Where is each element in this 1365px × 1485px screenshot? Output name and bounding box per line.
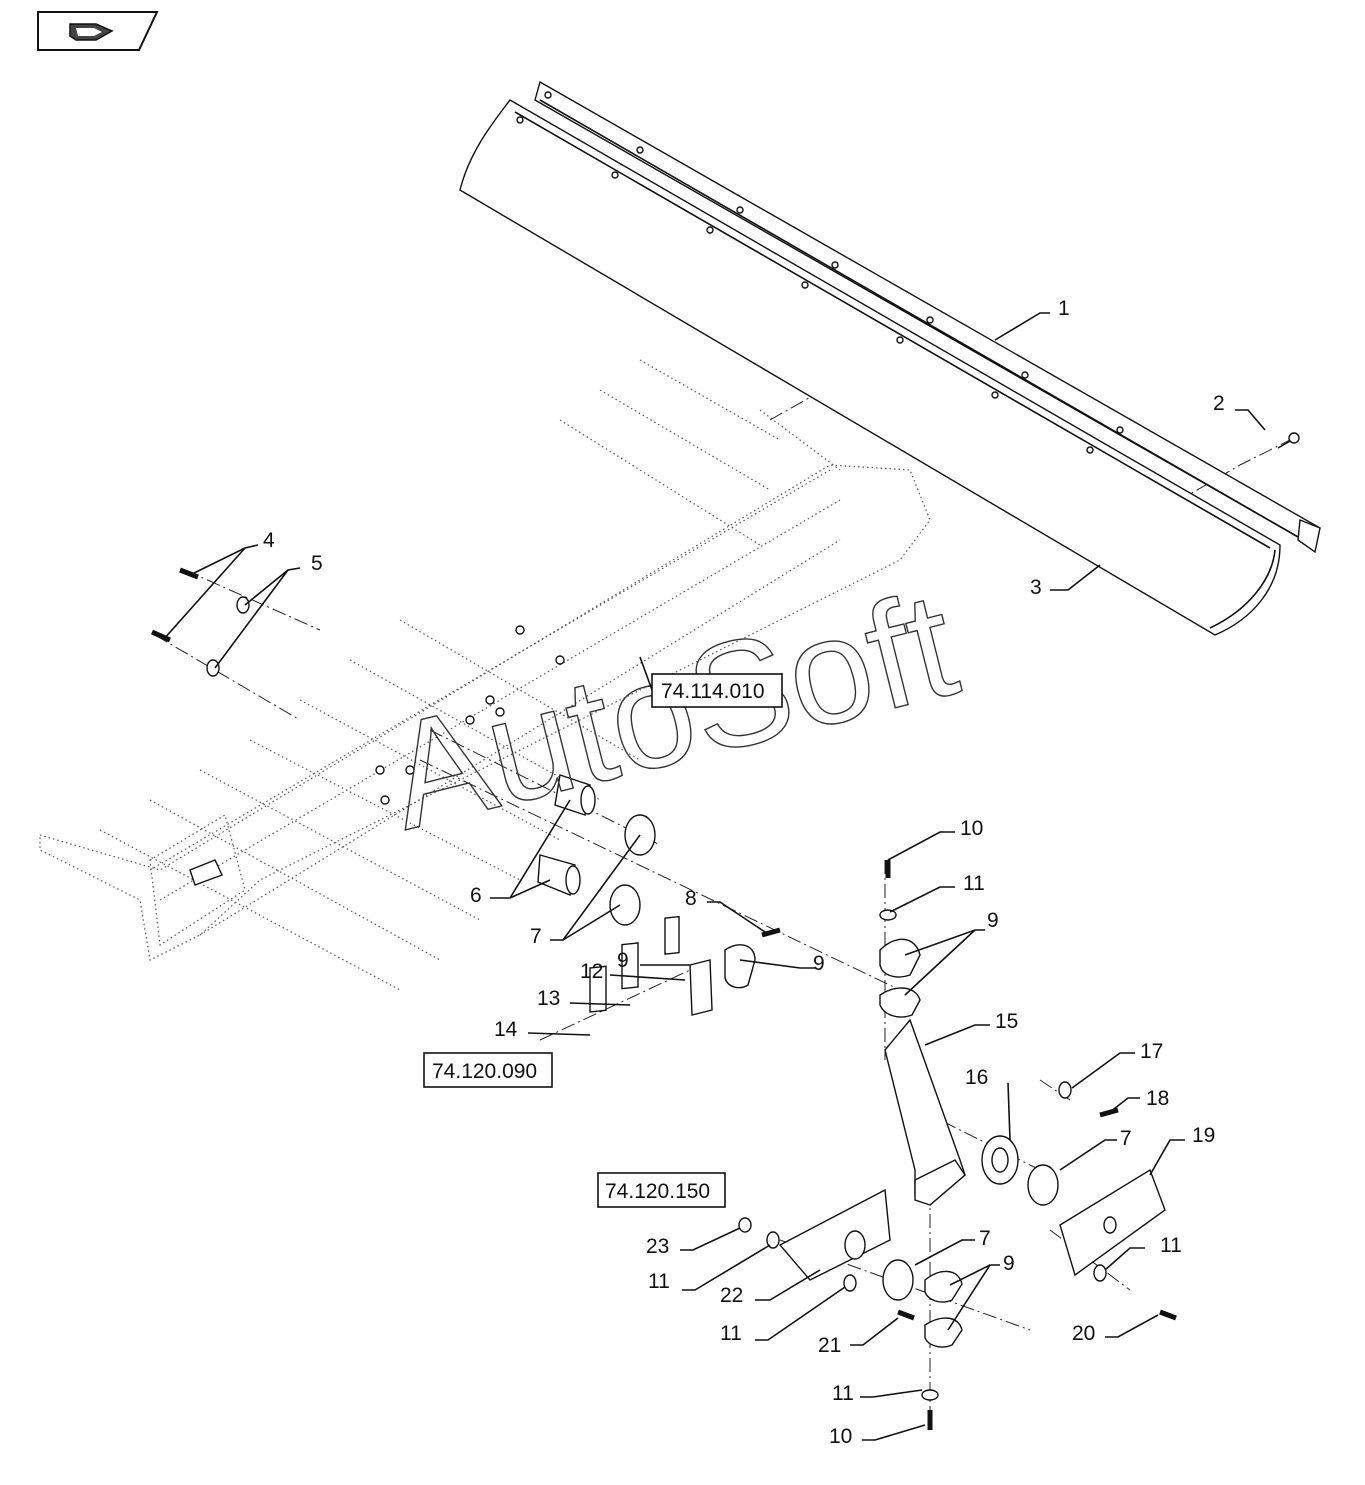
- callout-7: 7: [1120, 1127, 1132, 1150]
- callout-10: 10: [829, 1425, 852, 1448]
- callout-9: 9: [987, 909, 999, 932]
- callout-11: 11: [832, 1382, 854, 1405]
- washers-part-11: [766, 909, 1107, 1401]
- callout-9: 9: [813, 952, 825, 975]
- flange-part-16: [981, 1135, 1019, 1185]
- callout-13: 13: [537, 987, 560, 1010]
- nut-part-23: [738, 1217, 752, 1233]
- bushings-part-7: [609, 814, 1059, 1301]
- callout-18: 18: [1146, 1087, 1169, 1110]
- arm-part-15: [884, 1018, 966, 1206]
- callout-5: 5: [311, 552, 323, 575]
- callout-11: 11: [648, 1270, 670, 1293]
- callout-1: 1: [1058, 297, 1070, 320]
- bolt-part-8: [761, 927, 781, 938]
- callout-7: 7: [530, 925, 542, 948]
- callout-8: 8: [685, 887, 697, 910]
- bolt-part-21: [897, 1309, 915, 1321]
- reference-label: 74.120.090: [432, 1060, 537, 1083]
- deflector-holes: [516, 91, 1124, 454]
- reference-box-74-120-090[interactable]: 74.120.090: [423, 1052, 553, 1088]
- bolt-part-18: [1099, 1107, 1119, 1118]
- callout-22: 22: [720, 1284, 743, 1307]
- callout-19: 19: [1192, 1124, 1215, 1147]
- reference-label: 74.120.150: [605, 1180, 710, 1203]
- bolts-part-4: [150, 567, 199, 643]
- callout-6: 6: [470, 884, 482, 907]
- callout-14: 14: [494, 1018, 518, 1041]
- callout-23: 23: [646, 1235, 669, 1258]
- bolts-part-10: [885, 860, 933, 1430]
- header-frame: [39, 359, 931, 991]
- part-curved-deflector: [459, 91, 1281, 636]
- callout-12: 12: [580, 960, 603, 983]
- callout-15: 15: [995, 1010, 1018, 1033]
- watermark: AutoSoft: [372, 559, 971, 861]
- callout-leaders: [162, 312, 1266, 1441]
- callout-9: 9: [1003, 1252, 1015, 1275]
- frame-bolt-holes: [375, 625, 565, 805]
- callout-10: 10: [960, 817, 983, 840]
- callout-16: 16: [965, 1066, 988, 1089]
- callout-11: 11: [720, 1322, 742, 1345]
- pins-part-6: [537, 774, 596, 896]
- callout-9: 9: [617, 949, 629, 972]
- plate-part-19: [1059, 1168, 1166, 1277]
- part-angle-strip: [534, 80, 1321, 554]
- hand-pointer-icon: [69, 23, 114, 41]
- nav-tab[interactable]: [37, 11, 159, 51]
- plate-part-22: [778, 1188, 891, 1281]
- bolt-part-20: [1159, 1309, 1177, 1321]
- callout-2: 2: [1213, 392, 1225, 415]
- clamp-halves-part-9: [689, 938, 963, 1348]
- callout-11: 11: [963, 872, 985, 895]
- callout-21: 21: [818, 1334, 841, 1357]
- callout-20: 20: [1072, 1322, 1095, 1345]
- reference-box-74-120-150[interactable]: 74.120.150: [597, 1172, 726, 1208]
- callout-4: 4: [263, 529, 275, 552]
- callout-11: 11: [1160, 1234, 1182, 1257]
- callout-3: 3: [1030, 576, 1042, 599]
- washers-part-5: [206, 596, 250, 677]
- callout-labels: 1 2 3 4 5 6 7 8 9 9 10 11 9 12 13 14 15 …: [263, 297, 1225, 1448]
- reference-label: 74.114.010: [661, 680, 765, 703]
- reference-box-74-114-010[interactable]: 74.114.010: [639, 656, 783, 708]
- frame-end-plate: [149, 814, 246, 947]
- washer-part-17: [1058, 1081, 1072, 1099]
- bolt-part-2: [1277, 432, 1300, 449]
- callout-7: 7: [979, 1227, 991, 1250]
- callout-17: 17: [1140, 1040, 1163, 1063]
